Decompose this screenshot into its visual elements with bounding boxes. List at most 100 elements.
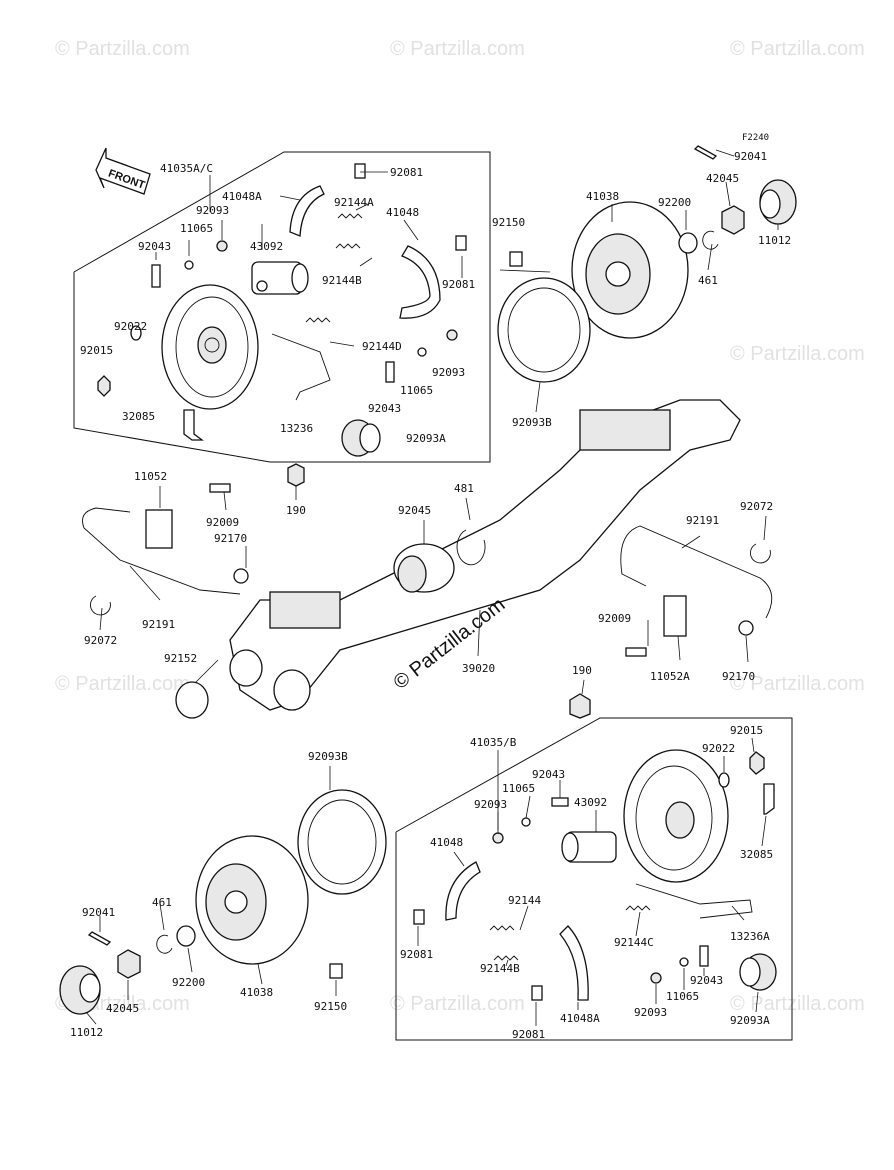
part-label: 92043 (138, 240, 171, 253)
part-label: 92041 (82, 906, 115, 919)
cap-11012-upper (759, 179, 797, 225)
part-label: 92144A (334, 196, 374, 209)
bolt-92150-upper (509, 251, 523, 267)
part-label: 92191 (686, 514, 719, 527)
part-label: 41038 (240, 986, 273, 999)
part-label: 92015 (80, 344, 113, 357)
drum-seal-92093B-upper (497, 277, 591, 383)
part-label: 11052A (650, 670, 690, 683)
part-label: 92015 (730, 724, 763, 737)
part-label: 11012 (70, 1026, 103, 1039)
drum-seal-92093B-lower (297, 789, 387, 895)
part-label: 92170 (722, 670, 755, 683)
part-label: 11065 (666, 990, 699, 1003)
bracket-11052 (145, 509, 173, 549)
clip-92072-b (750, 543, 771, 564)
washer-92200-upper (678, 232, 698, 254)
part-label: 92150 (314, 1000, 347, 1013)
part-label: 92043 (690, 974, 723, 987)
part-label: 32085 (122, 410, 155, 423)
watermark-text: © Partzilla.com (730, 673, 865, 695)
circlip-481 (456, 529, 486, 566)
part-label: 461 (152, 896, 172, 909)
washer-92093-d (650, 972, 662, 984)
bolt-92009-a (209, 483, 231, 493)
part-label: 190 (572, 664, 592, 677)
part-label: 92009 (206, 516, 239, 529)
part-label: 92093 (432, 366, 465, 379)
washer-92093-b (446, 329, 458, 341)
part-label: 92093 (474, 798, 507, 811)
washer-92093-a (216, 240, 228, 252)
part-label: 92144 (508, 894, 541, 907)
nut-92015-b (749, 751, 765, 775)
part-label: 41048A (560, 1012, 600, 1025)
washer-92022-a (130, 325, 142, 341)
wheel-cylinder-left (251, 261, 309, 295)
washer-11065-a (184, 260, 194, 270)
part-label: 92093 (634, 1006, 667, 1019)
part-label: 92170 (214, 532, 247, 545)
pin-92043-b (385, 361, 395, 383)
bolt-92150-lower (329, 963, 343, 979)
part-label: 92093B (308, 750, 348, 763)
lever-13236 (271, 333, 331, 401)
brake-shoe-41048-left (399, 245, 441, 319)
clip-92081-d (531, 985, 543, 1001)
part-label: 92072 (740, 500, 773, 513)
bracket-11052A (663, 595, 687, 637)
springs-upper (305, 213, 363, 323)
boot-92093A-a (341, 419, 381, 457)
bushing-92152 (175, 681, 209, 719)
part-label: 43092 (574, 796, 607, 809)
part-label: 92152 (164, 652, 197, 665)
washer-11065-b (417, 347, 427, 357)
part-label: 92144B (480, 962, 520, 975)
axle-housing-39020 (229, 399, 741, 711)
part-label: 92022 (702, 742, 735, 755)
part-label: 39020 (462, 662, 495, 675)
backing-plate-left (161, 284, 259, 410)
clip-92072-a (90, 595, 111, 616)
upper-left-assembly-outline (73, 151, 491, 463)
part-label: 92043 (532, 768, 565, 781)
part-label: 92081 (390, 166, 423, 179)
part-label: 92072 (84, 634, 117, 647)
cotter-pin-92041-upper (693, 145, 718, 160)
clip-92081-b (455, 235, 467, 251)
nut-42045-lower (117, 949, 141, 979)
part-label: 13236A (730, 930, 770, 943)
clip-92081-c (413, 909, 425, 925)
part-label: 42045 (106, 1002, 139, 1015)
front-arrow-icon: FRONT (95, 147, 151, 195)
bearing-92045 (393, 543, 455, 593)
brake-line-92191-left (82, 507, 241, 595)
part-label: 41035/B (470, 736, 517, 749)
part-label: 92043 (368, 402, 401, 415)
watermark-text: © Partzilla.com (390, 38, 525, 60)
part-label: 41035A/C (160, 162, 213, 175)
part-label: 11065 (180, 222, 213, 235)
part-label: 92081 (442, 278, 475, 291)
washer-11065-c (521, 817, 531, 827)
washer-92200-lower (176, 925, 196, 947)
nut-42045-upper (721, 205, 745, 235)
cap-11012-lower (59, 965, 101, 1015)
bleeder-190-a (287, 463, 305, 487)
brake-shoe-41048A-left (289, 185, 325, 237)
part-label: 43092 (250, 240, 283, 253)
hose-clamp-92170-b (738, 620, 754, 636)
part-label: 41048 (386, 206, 419, 219)
washer-92022-b (718, 772, 730, 788)
clip-32085-a (183, 409, 204, 441)
part-label: 92191 (142, 618, 175, 631)
boot-92093A-b (739, 953, 777, 991)
bolt-92009-b (625, 647, 647, 657)
part-label: 11065 (502, 782, 535, 795)
ring-461-upper (702, 230, 719, 250)
brake-drum-41038-upper (571, 201, 689, 339)
diagram-code: F2240 (742, 133, 769, 143)
washer-92093-c (492, 832, 504, 844)
pin-92043-c (551, 797, 569, 807)
